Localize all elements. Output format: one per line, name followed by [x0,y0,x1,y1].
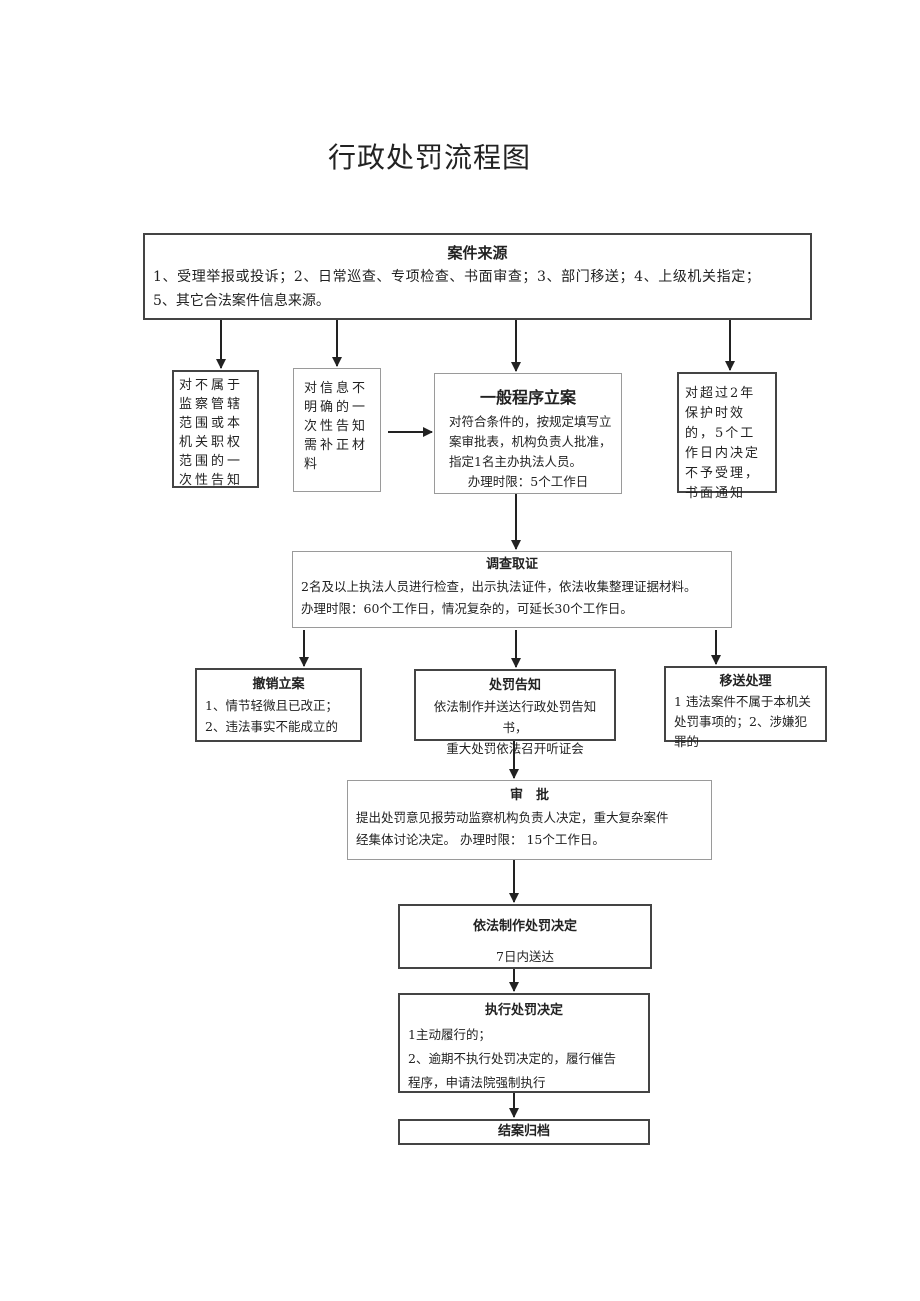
general-case-body: 对符合条件的，按规定填写立案审批表，机构负责人批准，指定1名主办执法人员。 [449,414,612,469]
general-case-heading: 一般程序立案 [479,388,576,407]
incomplete-info-box: 对信息不明确的一次性告知需补正材料 [293,368,381,492]
case-source-line1: 1、受理举报或投诉；2、日常巡查、专项检查、书面审查；3、部门移送；4、上级机关… [153,269,761,285]
revoke-case-heading: 撤销立案 [252,677,305,692]
revoke-case-line1: 1、情节轻微且已改正； [205,698,338,713]
page-title: 行政处罚流程图 [328,141,532,174]
execute-box: 执行处罚决定 1主动履行的； 2、逾期不执行处罚决定的，履行催告 程序，申请法院… [398,993,650,1093]
approval-line2: 经集体讨论决定。 办理时限： 15个工作日。 [356,832,605,847]
execute-line2: 2、逾期不执行处罚决定的，履行催告 [408,1051,616,1066]
approval-box: 审 批 提出处罚意见报劳动监察机构负责人决定，重大复杂案件 经集体讨论决定。 办… [347,780,712,860]
case-source-box: 案件来源 1、受理举报或投诉；2、日常巡查、专项检查、书面审查；3、部门移送；4… [143,233,812,320]
general-case-limit: 办理时限：5个工作日 [467,474,589,489]
investigation-box: 调查取证 2名及以上执法人员进行检查，出示执法证件，依法收集整理证据材料。 办理… [292,551,732,628]
execute-heading: 执行处罚决定 [484,1003,563,1018]
investigation-line2: 办理时限：60个工作日，情况复杂的，可延长30个工作日。 [301,601,633,616]
general-case-box: 一般程序立案 对符合条件的，按规定填写立案审批表，机构负责人批准，指定1名主办执… [434,373,622,494]
approval-heading: 审 批 [509,788,549,803]
incomplete-info-text: 对信息不明确的一次性告知需补正材料 [304,381,369,472]
case-source-line2: 5、其它合法案件信息来源。 [153,293,330,309]
over-limit-text: 对超过2年保护时效的，5个工作日内决定不予受理，书面通知 [685,386,761,501]
decision-heading: 依法制作处罚决定 [472,919,577,934]
transfer-heading: 移送处理 [719,674,772,689]
execute-line3: 程序，申请法院强制执行 [408,1075,546,1090]
revoke-case-line2: 2、违法事实不能成立的 [205,719,338,734]
not-jurisdiction-text: 对不属于监察管辖范围或本机关职权范围的一次性告知 [179,378,244,488]
penalty-notice-line2: 重大处罚依法召开听证会 [446,741,584,756]
penalty-notice-heading: 处罚告知 [488,678,541,693]
case-source-heading: 案件来源 [447,244,508,262]
over-limit-box: 对超过2年保护时效的，5个工作日内决定不予受理，书面通知 [677,372,777,501]
transfer-box: 移送处理 1 违法案件不属于本机关处罚事项的；2、涉嫌犯罪的 [664,666,827,749]
archive-box: 结案归档 [398,1119,650,1145]
investigation-line1: 2名及以上执法人员进行检查，出示执法证件，依法收集整理证据材料。 [301,579,697,594]
penalty-notice-box: 处罚告知 依法制作并送达行政处罚告知书， 重大处罚依法召开听证会 [414,669,616,756]
approval-line1: 提出处罚意见报劳动监察机构负责人决定，重大复杂案件 [356,810,669,825]
decision-box: 依法制作处罚决定 7日内送达 [398,904,652,969]
execute-line1: 1主动履行的； [408,1027,491,1042]
archive-heading: 结案归档 [497,1124,550,1139]
not-jurisdiction-box: 对不属于监察管辖范围或本机关职权范围的一次性告知 [172,370,259,488]
decision-sub: 7日内送达 [496,949,554,964]
penalty-notice-line1: 依法制作并送达行政处罚告知书， [433,699,597,735]
investigation-heading: 调查取证 [485,557,538,572]
revoke-case-box: 撤销立案 1、情节轻微且已改正； 2、违法事实不能成立的 [195,668,362,742]
transfer-text: 1 违法案件不属于本机关处罚事项的；2、涉嫌犯罪的 [674,694,811,749]
